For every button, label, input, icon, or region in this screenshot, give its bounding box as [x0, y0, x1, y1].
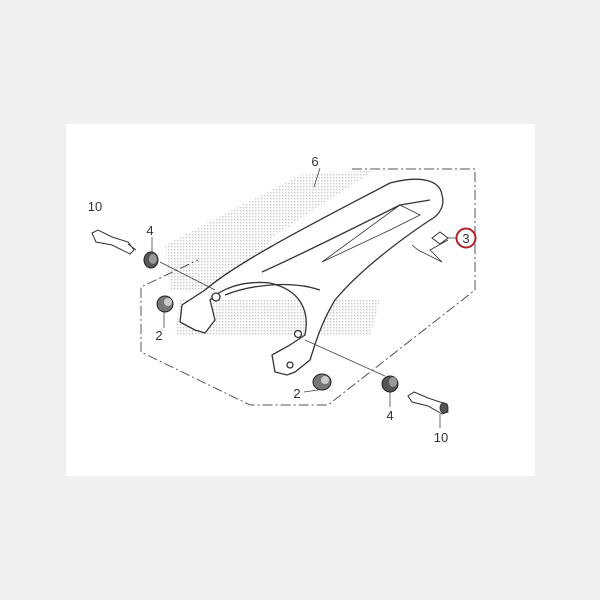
callout-2-right: 2	[293, 386, 300, 401]
collar-right	[381, 375, 399, 393]
callout-4-right: 4	[386, 408, 393, 423]
callout-3[interactable]: 3	[462, 231, 469, 246]
assembly-boundary	[140, 168, 476, 406]
emblem-part	[431, 231, 449, 245]
highlight-circle	[455, 227, 477, 249]
bolt-left	[91, 229, 137, 255]
grommet-left	[156, 295, 174, 313]
seat-cowl	[179, 178, 449, 376]
bolt-right	[407, 391, 449, 415]
callout-6: 6	[311, 154, 318, 169]
callout-2-left: 2	[155, 328, 162, 343]
leader-lines	[151, 167, 456, 428]
grommet-right	[312, 373, 332, 391]
callout-4-left: 4	[146, 223, 153, 238]
callout-10-right: 10	[434, 430, 448, 445]
collar-left	[143, 251, 159, 269]
callout-10-left: 10	[88, 199, 102, 214]
